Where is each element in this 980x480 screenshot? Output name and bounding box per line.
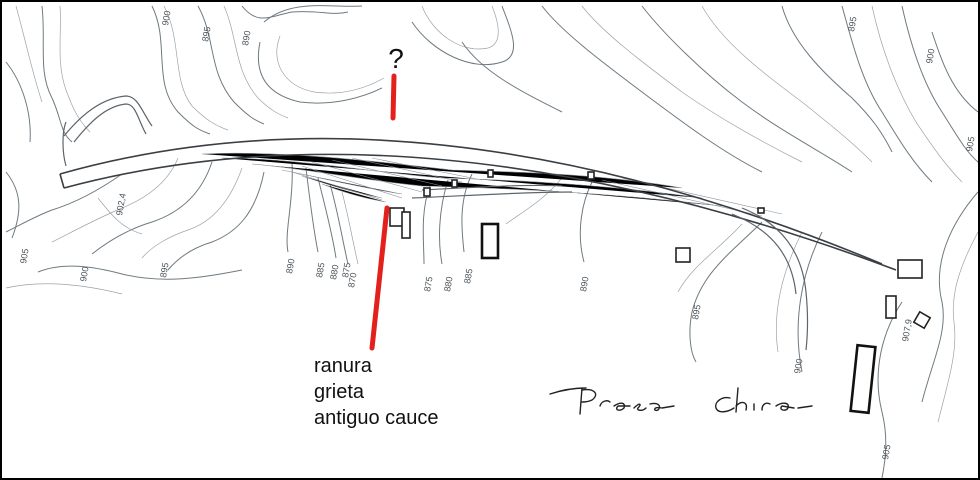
elevation-label: 905 (964, 136, 976, 153)
building-block (451, 179, 458, 188)
elevation-label: 875 (422, 276, 434, 293)
elevation-label: 895 (200, 26, 212, 43)
elevation-label: 905 (18, 248, 30, 265)
elevation-labels: 900 895 890 905 902,4 900 895 890 885 88… (18, 10, 976, 461)
elevation-label: 890 (578, 276, 590, 293)
building-block (885, 295, 897, 319)
building-block (423, 187, 431, 197)
elevation-label: 880 (328, 264, 340, 281)
elevation-label: 902,4 (114, 192, 128, 216)
handwritten-signature (549, 387, 813, 415)
red-marker-lower (369, 205, 390, 351)
elevation-label: 900 (160, 10, 172, 27)
elevation-label: 907,9 (900, 318, 914, 342)
question-mark: ? (388, 43, 404, 74)
dam-crest (59, 137, 897, 271)
elevation-label: 885 (314, 262, 326, 279)
elevation-label: 895 (690, 304, 702, 321)
building-block (912, 310, 932, 330)
elevation-label: 885 (462, 268, 474, 285)
red-markers (369, 73, 397, 351)
elevation-label: 875 (340, 262, 352, 279)
access-roads (62, 95, 809, 351)
red-marker-upper (390, 73, 397, 121)
annotation-line-antiguo-cauce: antiguo cauce (314, 407, 439, 429)
elevation-label: 890 (284, 258, 296, 275)
elevation-label: 900 (924, 48, 936, 65)
elevation-label: 890 (240, 30, 252, 47)
elevation-label: 900 (792, 358, 804, 375)
building-block (897, 259, 923, 279)
dam-shading (201, 152, 783, 217)
buildings (389, 169, 932, 415)
building-block (401, 211, 411, 239)
building-block (757, 207, 765, 214)
elevation-label: 870 (346, 272, 358, 289)
building-block (849, 343, 877, 415)
annotation-line-ranura: ranura (314, 355, 373, 377)
annotation-line-grieta: grieta (314, 381, 365, 403)
building-block (480, 222, 500, 260)
elevation-label: 880 (442, 276, 454, 293)
elevation-label: 895 (158, 262, 170, 279)
building-block (487, 169, 494, 178)
building-block (587, 171, 595, 180)
contour-lines (5, 5, 978, 478)
elevation-label: 895 (846, 16, 858, 33)
building-block (675, 247, 691, 263)
elevation-label: 900 (78, 266, 90, 283)
elevation-label: 905 (880, 444, 892, 461)
